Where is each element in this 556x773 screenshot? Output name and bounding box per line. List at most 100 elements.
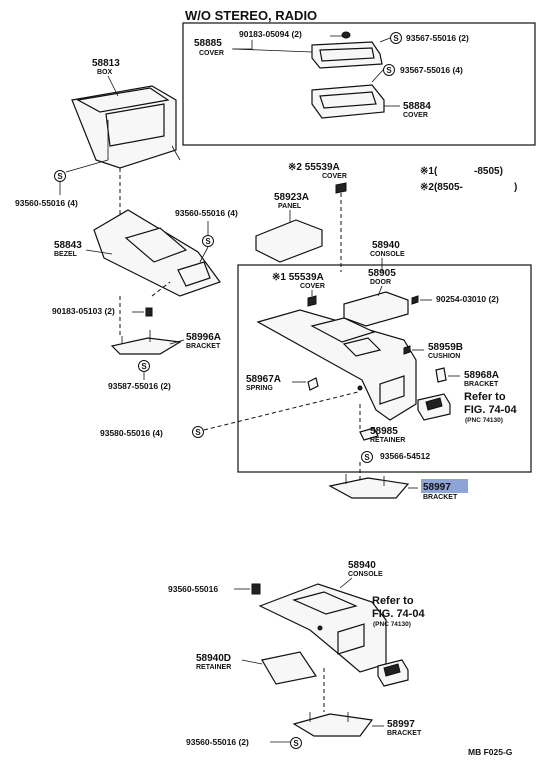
- label-55539A-1-name: COVER: [300, 283, 325, 290]
- label-58884-name: COVER: [403, 112, 428, 119]
- label-58997b-name: BRACKET: [387, 730, 422, 737]
- label-58967A-num: 58967A: [246, 374, 281, 385]
- label-58985-name: RETAINER: [370, 437, 405, 444]
- label-93567-55016-2: 93567-55016 (2): [406, 33, 469, 43]
- clip-icon-93587: S: [138, 360, 150, 372]
- note-line1-range: -8505): [474, 166, 503, 177]
- label-58967A-name: SPRING: [246, 385, 273, 392]
- label-58997a-num: 58997: [423, 482, 451, 493]
- clip-icon-93560-4b: S: [202, 235, 214, 247]
- label-93587-55016: 93587-55016 (2): [108, 381, 171, 391]
- box-58813-drawing: [71, 85, 181, 169]
- cover-55539A-1: [307, 295, 317, 307]
- ref2-line1: Refer to: [372, 595, 414, 607]
- label-58813-name: BOX: [97, 69, 113, 76]
- label-58813-num: 58813: [92, 58, 120, 69]
- note-line2-range: ): [514, 182, 517, 193]
- svg-text:S: S: [386, 66, 392, 75]
- label-55539A-2-name: COVER: [322, 173, 347, 180]
- svg-text:S: S: [195, 428, 201, 437]
- cover-58884-drawing: [311, 84, 385, 119]
- svg-text:S: S: [57, 172, 63, 181]
- label-58997a-name: BRACKET: [423, 494, 458, 501]
- footer-code: MB F025-G: [468, 747, 513, 757]
- bezel-58843-drawing: [93, 209, 221, 297]
- svg-text:S: S: [293, 739, 299, 748]
- stereo-frame: [182, 22, 536, 146]
- label-93560-55016-4b: 93560-55016 (4): [175, 208, 238, 218]
- ref1-line3: (PNC 74130): [465, 417, 503, 424]
- clip-icon-93560-2: S: [290, 737, 302, 749]
- label-58884-num: 58884: [403, 101, 431, 112]
- ref1-line2: FIG. 74-04: [464, 404, 517, 416]
- label-58940b-num: 58940: [348, 560, 376, 571]
- screw-93560-single: [251, 583, 261, 595]
- bracket-58968A: [435, 367, 447, 383]
- cushion-58959B: [403, 345, 411, 355]
- label-58959B-num: 58959B: [428, 342, 463, 353]
- note-line2-mark: ※2(8505-: [420, 182, 463, 193]
- clip-icon-93566: S: [361, 451, 373, 463]
- label-58959B-name: CUSHION: [428, 353, 460, 360]
- retainer-58985: [359, 427, 379, 441]
- svg-text:S: S: [393, 34, 399, 43]
- clip-icon-93567-2: S: [390, 32, 402, 44]
- highlight-58997: [421, 479, 468, 493]
- label-58940a-name: CONSOLE: [370, 251, 405, 258]
- label-93566-54512: 93566-54512: [380, 451, 430, 461]
- ref2-line2: FIG. 74-04: [372, 608, 425, 620]
- label-58905-num: 58905: [368, 268, 396, 279]
- label-93560-55016-2: 93560-55016 (2): [186, 737, 249, 747]
- header-title: W/O STEREO, RADIO: [185, 8, 317, 23]
- switch-block-2-drawing: [377, 659, 409, 687]
- label-58923A-num: 58923A: [274, 192, 309, 203]
- clip-icon-93580: S: [192, 426, 204, 438]
- bracket-58997b-drawing: [292, 712, 374, 737]
- clip-icon-93560-4a: S: [54, 170, 66, 182]
- label-93560-55016-4a: 93560-55016 (4): [15, 198, 78, 208]
- label-90183-05103: 90183-05103 (2): [52, 306, 115, 316]
- label-58985-num: 58985: [370, 426, 398, 437]
- cover-58885-drawing: [311, 31, 383, 69]
- bracket-58996A-drawing: [110, 330, 182, 355]
- label-58968A-name: BRACKET: [464, 381, 499, 388]
- note-line1-mark: ※1(: [420, 166, 438, 177]
- bracket-58997a-drawing: [328, 474, 410, 499]
- label-55539A-1-num: ※1 55539A: [272, 272, 324, 283]
- ref1-line1: Refer to: [464, 391, 506, 403]
- label-58940b-name: CONSOLE: [348, 571, 383, 578]
- label-58940D-num: 58940D: [196, 653, 231, 664]
- retainer-58940D-drawing: [261, 651, 317, 685]
- label-58843-name: BEZEL: [54, 251, 78, 258]
- label-58843-num: 58843: [54, 240, 82, 251]
- label-93567-55016-4: 93567-55016 (4): [400, 65, 463, 75]
- label-58997b-num: 58997: [387, 719, 415, 730]
- label-58996A-name: BRACKET: [186, 343, 221, 350]
- label-58996A-num: 58996A: [186, 332, 221, 343]
- label-58940a-num: 58940: [372, 240, 400, 251]
- ref2-line3: (PNC 74130): [373, 621, 411, 628]
- panel-58923A-drawing: [255, 219, 323, 263]
- label-93580-55016: 93580-55016 (4): [100, 428, 163, 438]
- cover-55539A-2: [335, 182, 347, 194]
- console-58940a-drawing: [256, 309, 417, 421]
- label-58885-num: 58885: [194, 38, 222, 49]
- spring-58967A: [307, 377, 319, 391]
- svg-text:S: S: [364, 453, 370, 462]
- screw-90183: [145, 307, 153, 317]
- label-58905-name: DOOR: [370, 279, 391, 286]
- door-58905-drawing: [343, 291, 409, 327]
- label-58923A-name: PANEL: [278, 203, 302, 210]
- label-93560-55016-single: 93560-55016: [168, 584, 218, 594]
- console-frame: [237, 264, 532, 473]
- label-55539A-2-num: ※2 55539A: [288, 162, 340, 173]
- label-58885-name: COVER: [199, 50, 224, 57]
- label-90183-05094: 90183-05094 (2): [239, 29, 302, 39]
- label-90254-03010: 90254-03010 (2): [436, 294, 499, 304]
- screw-90254: [411, 295, 419, 305]
- switch-block-drawing: [417, 393, 451, 421]
- clip-icon-93567-4: S: [383, 64, 395, 76]
- svg-text:S: S: [205, 237, 211, 246]
